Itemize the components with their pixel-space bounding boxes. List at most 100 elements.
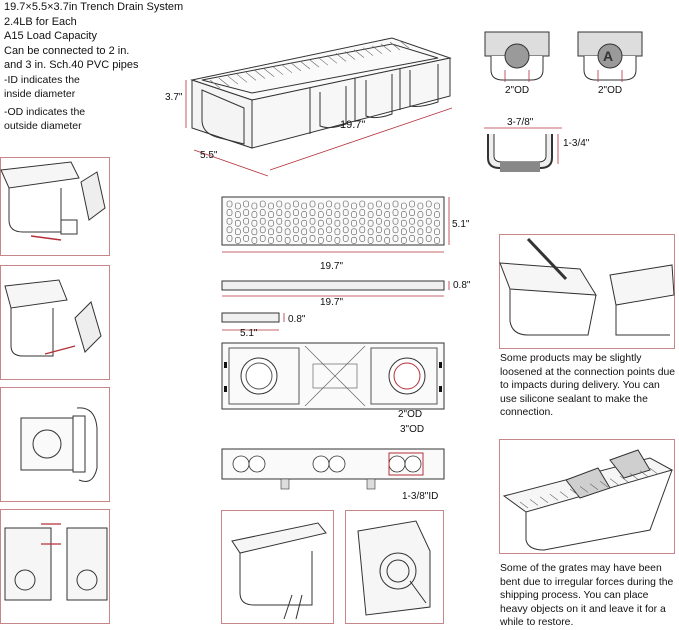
grate-slot	[417, 228, 424, 236]
grate-3d-slot	[236, 74, 248, 83]
sealant-panel	[499, 234, 675, 349]
grate-slot	[359, 235, 366, 242]
restore-grate-slot	[549, 493, 559, 501]
grate-slot	[226, 226, 233, 234]
restore-grate-slot	[539, 496, 549, 504]
step-panel-3	[0, 387, 110, 502]
product-title: 19.7×5.5×3.7in Trench Drain System	[4, 1, 184, 13]
grate-slot	[367, 237, 374, 244]
grate-slot	[226, 235, 233, 242]
grate-slot	[235, 219, 241, 227]
grate-slot	[342, 217, 349, 225]
grate-slot	[326, 226, 332, 234]
grate-slot	[342, 226, 349, 234]
grate-slot	[251, 219, 258, 227]
grate-slot	[276, 235, 283, 242]
grate-slot	[434, 211, 440, 218]
small-strip-thickness-dim: 0.8"	[288, 314, 306, 325]
restore-grate-slot	[559, 491, 569, 498]
detail-panel-b	[345, 510, 444, 624]
small-strip-length-dim: 5.1"	[240, 328, 258, 339]
grate-slot	[301, 219, 307, 227]
grate-slot	[434, 228, 440, 236]
grate-3d-slot	[371, 45, 383, 55]
grate-slot	[434, 202, 440, 210]
grate-slot	[376, 226, 382, 234]
grate-3d-slot	[335, 53, 347, 62]
restore-grate-slot	[569, 488, 579, 496]
grate-slot	[434, 237, 440, 244]
grate-slot	[276, 200, 283, 208]
grate-slot	[376, 217, 382, 225]
restore-grate-slot	[589, 483, 599, 491]
grate-slot	[417, 219, 424, 227]
grate-slot	[326, 200, 332, 208]
side-id-label: 1-3/8"ID	[402, 491, 439, 502]
grate-slot	[351, 202, 357, 210]
small-strip-view	[221, 312, 285, 331]
grate-slot	[334, 237, 341, 244]
grate-slot	[284, 237, 291, 244]
grate-slot	[342, 200, 349, 208]
grate-slot	[268, 237, 274, 244]
grate-slot	[276, 226, 283, 234]
grate-3d-slot	[398, 39, 410, 49]
grate-slot	[309, 200, 316, 208]
channel-bottom-view	[221, 342, 445, 410]
grate-slot	[251, 228, 258, 236]
intro-block: 19.7×5.5×3.7in Trench Drain System 2.4LB…	[4, 0, 184, 134]
grate-slot	[243, 209, 249, 216]
grate-3d-slot	[389, 41, 401, 51]
end-cap-right-label: 2"OD	[598, 85, 623, 96]
detail-panel-a	[221, 510, 334, 624]
grate-slot	[417, 237, 424, 244]
grate-slot	[384, 211, 390, 218]
end-cap-left-label: 2"OD	[505, 85, 530, 96]
grate-slot	[425, 235, 432, 242]
grate-slot	[235, 202, 241, 210]
dim-height: 3.7"	[165, 92, 183, 103]
grate-slot	[409, 226, 415, 234]
grate-slot	[301, 228, 307, 236]
grate-slot	[226, 209, 233, 216]
grate-slot	[434, 219, 440, 227]
end-cap-right	[577, 31, 643, 82]
grate-slot	[376, 209, 382, 216]
grate-slot	[318, 211, 324, 218]
grate-slot	[401, 202, 407, 210]
grate-slot	[309, 235, 316, 242]
grate-slot	[351, 219, 357, 227]
grate-slot	[417, 211, 424, 218]
od-text-1: -OD indicates the	[4, 105, 86, 118]
grate-slot	[401, 228, 407, 236]
grate-slot	[425, 217, 432, 225]
load-text: A15 Load Capacity	[4, 30, 97, 42]
grate-slot	[392, 235, 399, 242]
grate-slot	[284, 228, 291, 236]
grate-slot	[243, 226, 249, 234]
grate-slot	[293, 200, 299, 208]
grate-3d-slot	[227, 75, 239, 85]
grate-slot	[284, 202, 291, 210]
grate-slot	[301, 211, 307, 218]
grate-slot	[342, 209, 349, 216]
sealant-note: Some products may be slightly loosened a…	[500, 353, 676, 418]
grate-slot	[318, 202, 324, 210]
grate-slot	[251, 202, 258, 210]
grate-3d-slot	[308, 58, 320, 68]
grate-slot	[384, 228, 390, 236]
grate-slot	[401, 237, 407, 244]
grate-slot	[309, 226, 316, 234]
restore-grate-slot	[639, 470, 649, 478]
grate-3d-slot	[299, 60, 311, 70]
grate-slot	[392, 209, 399, 216]
grate-3d-slot	[380, 43, 392, 53]
grate-3d-slot	[281, 64, 293, 74]
grate-slot	[293, 235, 299, 242]
grate-slot	[268, 219, 274, 227]
grate-slot	[326, 235, 332, 242]
grate-3d-slot	[272, 66, 284, 75]
grate-slot	[326, 217, 332, 225]
grate-slot	[259, 226, 266, 234]
grate-width-dim: 5.1"	[452, 219, 470, 230]
